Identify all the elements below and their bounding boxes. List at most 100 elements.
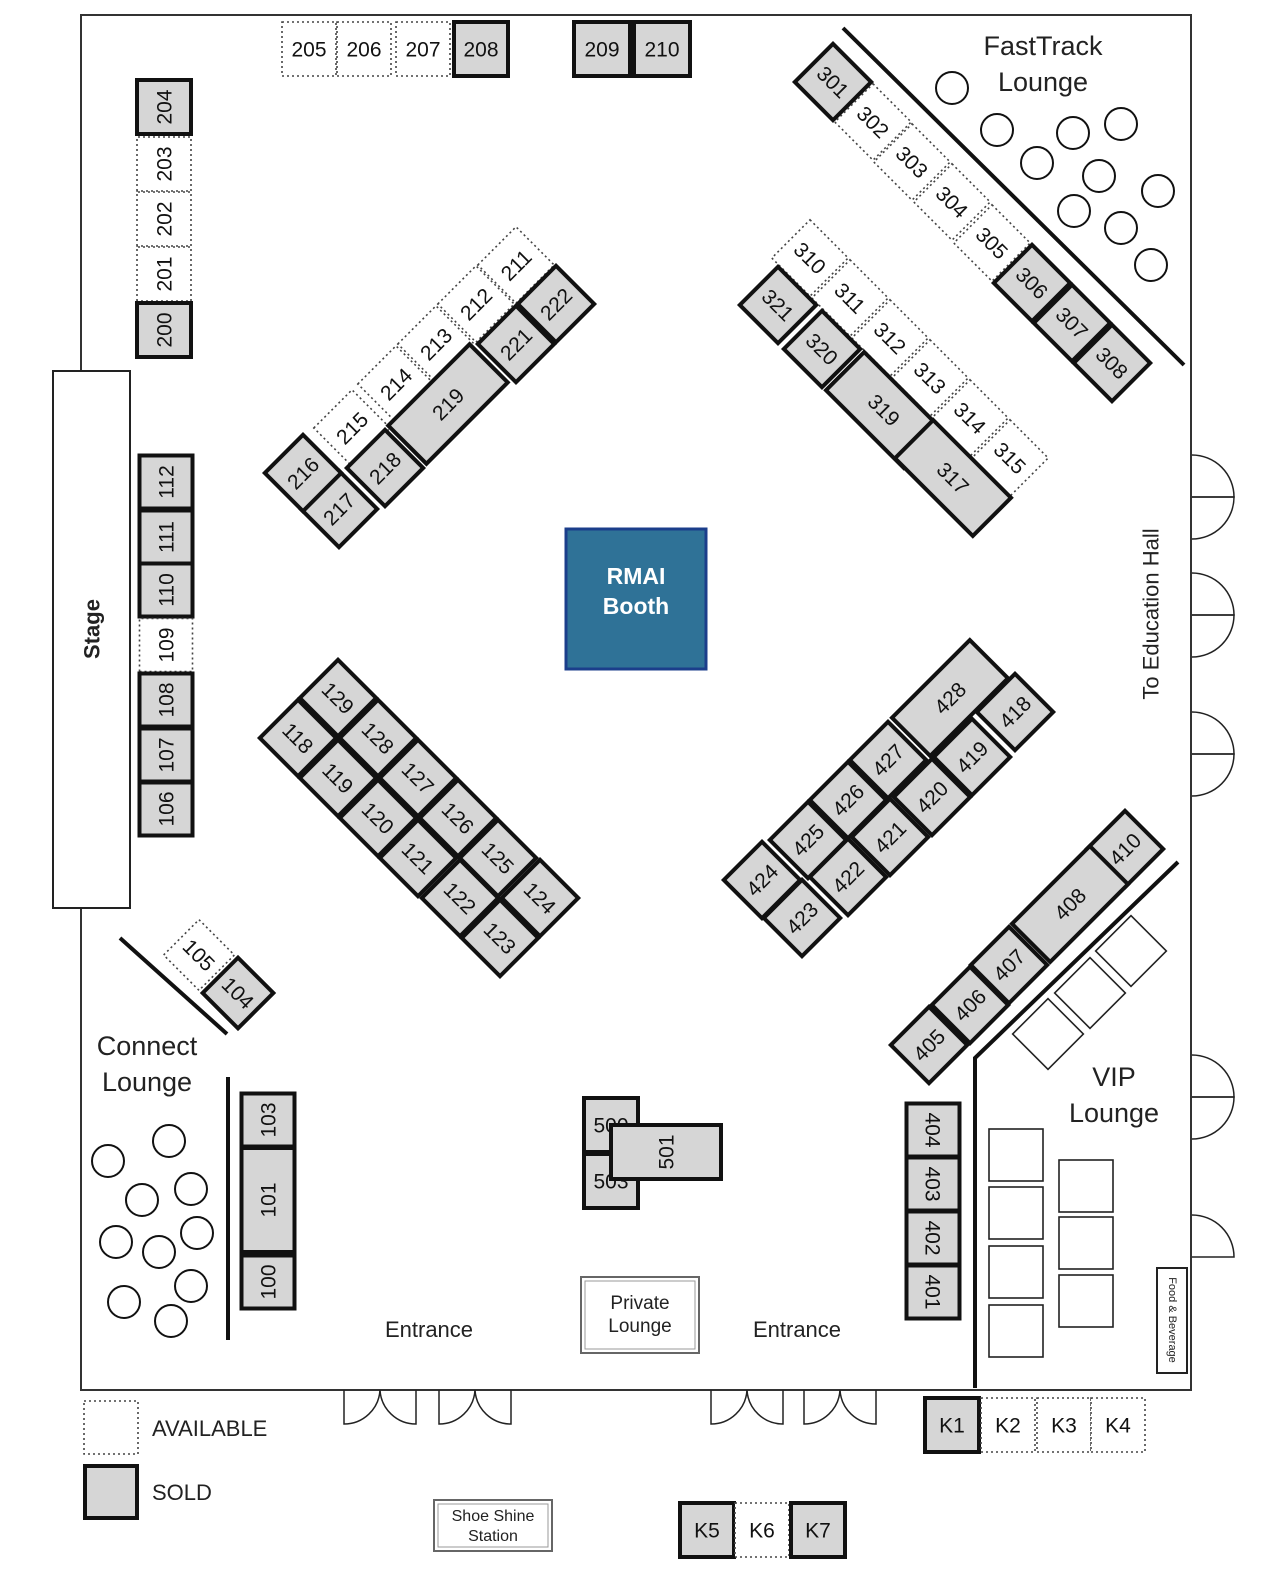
booth-209[interactable]: 209 — [572, 20, 632, 78]
booth-K7[interactable]: K7 — [789, 1501, 847, 1559]
booth-204[interactable]: 204 — [135, 78, 193, 136]
booth-shape — [136, 191, 192, 247]
legend: AVAILABLE SOLD — [83, 1400, 267, 1520]
booth-124[interactable]: 124 — [498, 856, 582, 940]
booth-128[interactable]: 128 — [336, 696, 420, 780]
booth-404[interactable]: 404 — [904, 1101, 962, 1159]
booth-label: 202 — [154, 201, 177, 236]
booth-205[interactable]: 205 — [281, 21, 337, 77]
connect-lounge-label-2: Lounge — [102, 1067, 192, 1097]
booth-118[interactable]: 118 — [256, 696, 340, 780]
door-icon — [343, 1389, 381, 1425]
lounge-table-icon — [107, 1285, 141, 1319]
booth-label: K7 — [805, 1520, 831, 1543]
door-icon — [438, 1389, 476, 1425]
booth-103[interactable]: 103 — [239, 1091, 297, 1149]
booth-501[interactable]: 501 — [609, 1123, 723, 1181]
booth-305[interactable]: 305 — [952, 203, 1032, 283]
booth-109[interactable]: 109 — [138, 617, 194, 673]
vip-seat-icon — [988, 1128, 1044, 1182]
rmai-booth[interactable]: RMAI Booth — [564, 527, 708, 671]
booth-101[interactable]: 101 — [239, 1146, 297, 1254]
booth-label: K4 — [1105, 1415, 1131, 1438]
booth-106[interactable]: 106 — [137, 780, 195, 838]
booth-419[interactable]: 419 — [930, 715, 1014, 799]
booth-420[interactable]: 420 — [890, 755, 974, 839]
booth-206[interactable]: 206 — [336, 21, 392, 77]
booth-K2[interactable]: K2 — [980, 1397, 1036, 1453]
door-icon — [1191, 454, 1235, 498]
booth-123[interactable]: 123 — [458, 896, 542, 980]
booth-110[interactable]: 110 — [137, 561, 195, 619]
booth-108[interactable]: 108 — [137, 671, 195, 729]
booth-208[interactable]: 208 — [452, 20, 510, 78]
booth-label: 203 — [154, 146, 177, 181]
booth-320[interactable]: 320 — [780, 307, 864, 391]
booth-127[interactable]: 127 — [376, 736, 460, 820]
booth-218[interactable]: 218 — [343, 426, 427, 510]
booth-406[interactable]: 406 — [928, 963, 1012, 1047]
booth-203[interactable]: 203 — [136, 136, 192, 192]
booth-418[interactable]: 418 — [973, 670, 1057, 754]
booth-K4[interactable]: K4 — [1090, 1397, 1146, 1453]
door-icon — [803, 1389, 841, 1425]
booth-428[interactable]: 428 — [889, 637, 1011, 759]
booth-119[interactable]: 119 — [296, 736, 380, 820]
booth-222[interactable]: 222 — [514, 262, 598, 346]
booth-201[interactable]: 201 — [136, 246, 192, 302]
booth-107[interactable]: 107 — [137, 726, 195, 784]
booth-K1[interactable]: K1 — [923, 1396, 981, 1454]
booth-403[interactable]: 403 — [904, 1155, 962, 1213]
booth-shape — [199, 954, 277, 1032]
booth-421[interactable]: 421 — [848, 795, 932, 879]
booth-210[interactable]: 210 — [632, 20, 692, 78]
booth-221[interactable]: 221 — [474, 302, 558, 386]
booth-shape — [833, 82, 913, 162]
booth-405[interactable]: 405 — [887, 1003, 971, 1087]
booth-129[interactable]: 129 — [296, 656, 380, 740]
booth-304[interactable]: 304 — [912, 162, 992, 242]
booth-104[interactable]: 104 — [199, 954, 277, 1032]
booth-126[interactable]: 126 — [416, 776, 500, 860]
booth-317[interactable]: 317 — [892, 417, 1014, 539]
booth-shape — [239, 1146, 297, 1254]
booth-207[interactable]: 207 — [395, 21, 451, 77]
booth-408[interactable]: 408 — [1009, 843, 1131, 965]
booth-308[interactable]: 308 — [1070, 321, 1154, 405]
booth-shape — [632, 20, 692, 78]
booth-306[interactable]: 306 — [990, 241, 1074, 325]
booth-302[interactable]: 302 — [833, 82, 913, 162]
vip-lounge-wall — [973, 860, 1180, 1388]
legend-sold-label: SOLD — [152, 1480, 212, 1505]
booth-100[interactable]: 100 — [239, 1253, 297, 1311]
booth-423[interactable]: 423 — [760, 876, 844, 960]
booth-112[interactable]: 112 — [137, 453, 195, 511]
booth-216[interactable]: 216 — [261, 431, 345, 515]
booth-label: 106 — [156, 791, 179, 826]
booth-401[interactable]: 401 — [904, 1263, 962, 1321]
booth-422[interactable]: 422 — [806, 835, 890, 919]
booth-111[interactable]: 111 — [137, 508, 195, 566]
booth-K6[interactable]: K6 — [734, 1502, 790, 1558]
booth-K5[interactable]: K5 — [678, 1501, 736, 1559]
booth-label: 501 — [656, 1134, 679, 1169]
booth-shape — [458, 896, 542, 980]
booth-shape — [281, 21, 337, 77]
booth-label: 200 — [154, 312, 177, 347]
booth-307[interactable]: 307 — [1030, 281, 1114, 365]
booth-301[interactable]: 301 — [791, 40, 875, 124]
booth-427[interactable]: 427 — [846, 718, 930, 802]
booth-219[interactable]: 219 — [385, 341, 511, 467]
booth-K3[interactable]: K3 — [1036, 1397, 1092, 1453]
booth-122[interactable]: 122 — [418, 856, 502, 940]
booth-shape — [791, 40, 875, 124]
booth-303[interactable]: 303 — [872, 122, 952, 202]
booth-shape — [890, 755, 974, 839]
booth-321[interactable]: 321 — [736, 263, 820, 347]
booth-402[interactable]: 402 — [904, 1209, 962, 1267]
booth-200[interactable]: 200 — [135, 301, 193, 359]
booth-shape — [930, 715, 1014, 799]
booth-202[interactable]: 202 — [136, 191, 192, 247]
booth-120[interactable]: 120 — [336, 776, 420, 860]
booth-121[interactable]: 121 — [376, 816, 460, 900]
